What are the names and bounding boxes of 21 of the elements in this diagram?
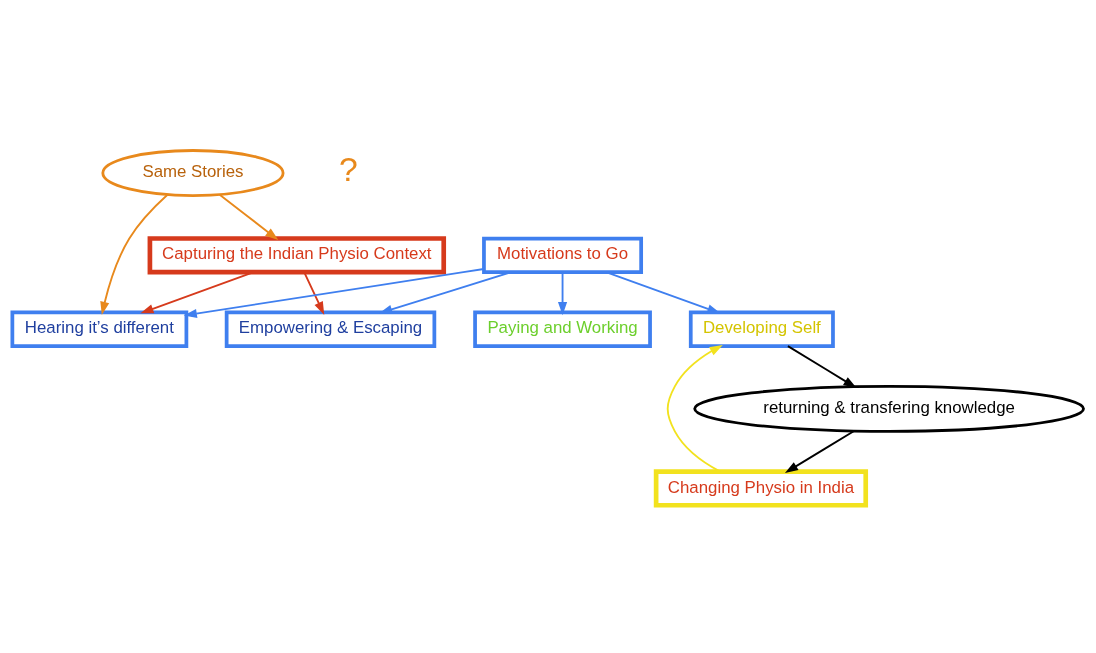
node-box: Changing Physio in India <box>653 469 869 508</box>
node-box: Capturing the Indian Physio Context <box>147 236 447 275</box>
node-box: Hearing it’s different <box>10 310 189 348</box>
node-ellipse: returning & transfering knowledge <box>693 384 1085 433</box>
arrow <box>557 271 568 316</box>
arrow <box>303 271 325 315</box>
node-box: Paying and Working <box>473 310 652 348</box>
label: ? <box>338 151 358 189</box>
arrow <box>666 344 723 473</box>
node-ellipse: Same Stories <box>101 149 285 197</box>
arrow <box>605 271 721 314</box>
arrow <box>183 268 485 318</box>
arrow <box>787 345 857 389</box>
arrow <box>218 193 279 241</box>
node-box: Developing Self <box>688 310 835 348</box>
arrow <box>140 271 254 314</box>
arrow <box>784 430 855 473</box>
arrow <box>379 271 512 314</box>
arrow <box>100 193 169 315</box>
node-box: Motivations to Go <box>482 236 643 275</box>
node-box: Empowering & Escaping <box>224 310 437 348</box>
